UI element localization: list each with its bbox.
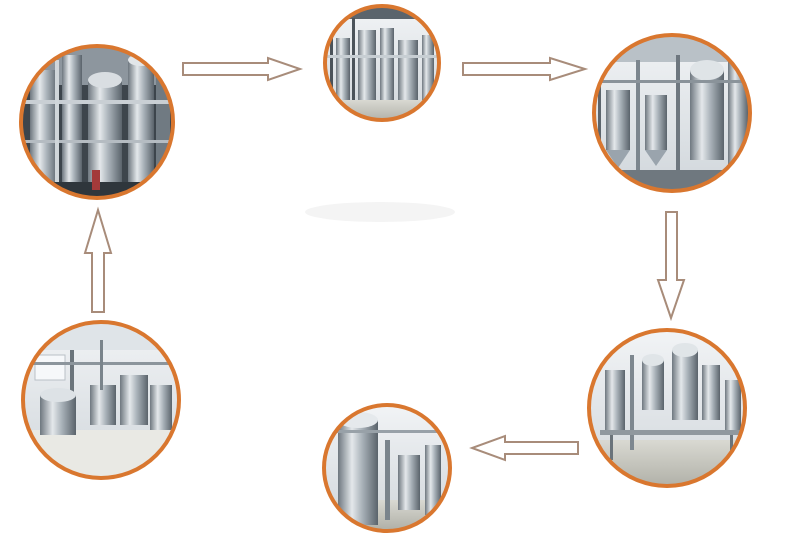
photo-ring-2 <box>323 4 441 122</box>
photo-ring-3 <box>592 33 752 193</box>
photo-ring-5 <box>322 403 452 533</box>
equipment-photo-5 <box>322 403 452 533</box>
photo-ring-1 <box>19 44 175 200</box>
arrow-1-to-2 <box>182 56 304 82</box>
background-smudge <box>305 202 455 222</box>
arrow-4-to-5 <box>469 434 579 462</box>
arrow-6-to-1 <box>83 206 113 313</box>
photo-ring-6 <box>21 320 181 480</box>
equipment-photo-3 <box>592 33 752 193</box>
equipment-photo-6 <box>21 320 181 480</box>
arrow-2-to-3 <box>462 56 589 82</box>
photo-ring-4 <box>587 328 747 488</box>
equipment-photo-4 <box>587 328 747 488</box>
equipment-photo-1 <box>19 44 175 200</box>
equipment-photo-2 <box>323 4 441 122</box>
arrow-3-to-4 <box>656 211 686 322</box>
